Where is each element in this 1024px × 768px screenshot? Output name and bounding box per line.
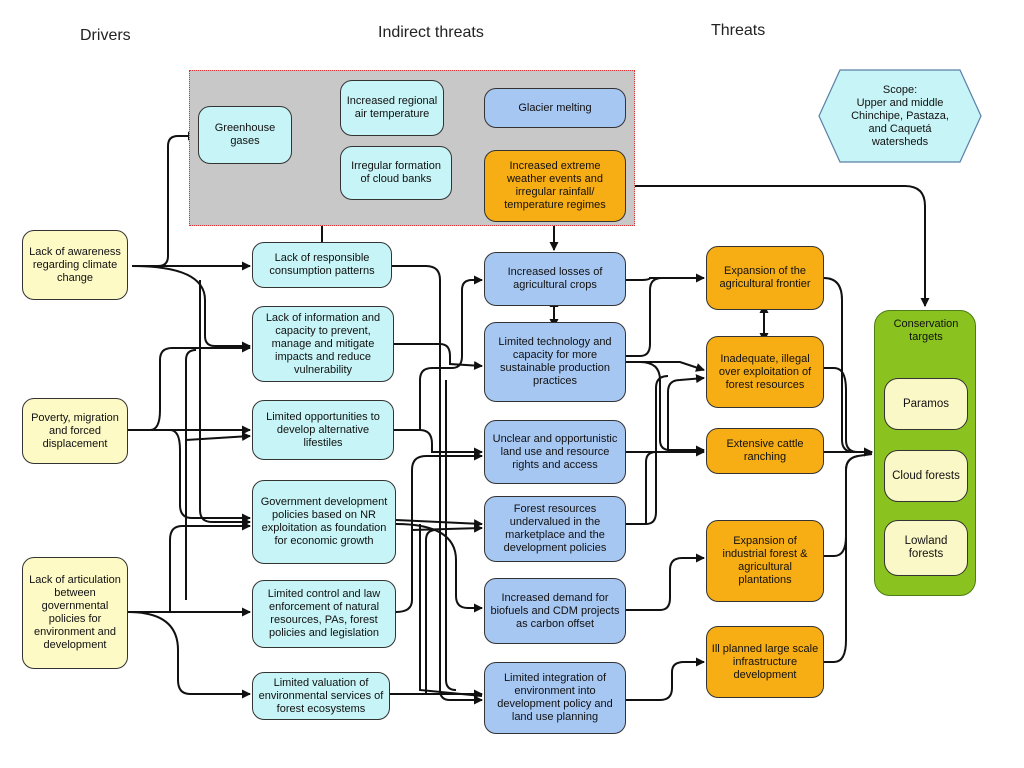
threat-biofuels: Increased demand for biofuels and CDM pr… (484, 578, 626, 644)
threat-integration-label: Limited integration of environment into … (497, 672, 613, 723)
driver-articulation-label: Lack of articulation between governmenta… (29, 574, 121, 651)
direct-exploitation-label: Inadequate, illegal over exploitation of… (718, 352, 812, 391)
scope-hexagon (818, 69, 982, 163)
edge-opps-crops (419, 275, 483, 430)
edge-undervalued-exploitation (626, 375, 669, 525)
edge-art-info (185, 349, 197, 600)
edge-consumption-integration (392, 265, 483, 705)
indirect-opportunities: Limited opportunities to develop alterna… (252, 400, 394, 460)
threat-undervalued: Forest resources undervalued in the mark… (484, 496, 626, 562)
edge-crops-frontier (626, 273, 705, 283)
edge-gov-integration (419, 524, 483, 697)
target-lowland-forests-label: Lowland forests (904, 535, 948, 560)
edge-technology-frontier (626, 277, 663, 357)
edge-opps-landuse (394, 429, 483, 457)
indirect-consumption: Lack of responsible consumption patterns (252, 242, 392, 288)
edge-info-integration (445, 380, 457, 691)
driver-climate-awareness-label: Lack of awareness regarding climate chan… (29, 245, 121, 284)
edge-awareness-gov (199, 280, 251, 527)
threat-glacier: Glacier melting (484, 88, 626, 128)
edge-plantations-targets (824, 453, 873, 557)
edge-technology-cattle (639, 361, 705, 455)
threat-crop-losses-label: Increased losses of agricultural crops (507, 266, 603, 291)
indirect-cloud-banks: Irregular formation of cloud banks (340, 146, 452, 200)
indirect-consumption-label: Lack of responsible consumption patterns (269, 252, 375, 277)
header-drivers: Drivers (80, 27, 131, 44)
conservation-targets-title: Conservation targets (893, 318, 959, 343)
direct-cattle-label: Extensive cattle ranching (726, 438, 804, 463)
edge-undervalued-cattle (645, 451, 657, 524)
edge-technology-exploitation (626, 361, 705, 372)
indirect-limited-control: Limited control and law enforcement of n… (252, 580, 396, 648)
threat-land-use: Unclear and opportunistic land use and r… (484, 420, 626, 484)
edge-gov-undervalued (395, 519, 483, 529)
edge-infra-targets (824, 455, 859, 663)
edge-integration-infra (626, 657, 705, 701)
edge-art-valuation (127, 611, 251, 699)
threat-extreme-weather-label: Increased extreme weather events and irr… (504, 160, 606, 211)
threat-technology-label: Limited technology and capacity for more… (498, 336, 612, 387)
threat-extreme-weather: Increased extreme weather events and irr… (484, 150, 626, 222)
driver-poverty: Poverty, migration and forced displaceme… (22, 398, 128, 464)
threat-undervalued-label: Forest resources undervalued in the mark… (503, 503, 607, 554)
edge-art-opps (185, 432, 251, 441)
edge-awareness-info (131, 265, 251, 351)
edge-awareness-greenhouse (132, 131, 197, 267)
target-paramos: Paramos (884, 378, 968, 430)
threat-technology: Limited technology and capacity for more… (484, 322, 626, 402)
edge-exploitation-targets (824, 367, 872, 453)
indirect-cloud-banks-label: Irregular formation of cloud banks (351, 160, 441, 185)
target-lowland-forests: Lowland forests (884, 520, 968, 576)
direct-plantations: Expansion of industrial forest & agricul… (706, 520, 824, 602)
target-cloud-forests-label: Cloud forests (892, 469, 960, 482)
edge-art-gov (169, 521, 251, 612)
edge-control-landuse (395, 451, 483, 613)
threat-land-use-label: Unclear and opportunistic land use and r… (492, 432, 618, 471)
threat-biofuels-label: Increased demand for biofuels and CDM pr… (490, 591, 620, 630)
threat-integration: Limited integration of environment into … (484, 662, 626, 734)
edge-weather-targets (626, 185, 930, 307)
indirect-info-capacity-label: Lack of information and capacity to prev… (265, 311, 381, 376)
indirect-air-temp-label: Increased regional air temperature (346, 95, 438, 120)
edge-valuation-undervalued (425, 529, 437, 694)
header-indirect-threats: Indirect threats (378, 24, 484, 41)
indirect-greenhouse: Greenhouse gases (198, 106, 292, 164)
edge-biofuels-plantations (626, 553, 705, 611)
driver-poverty-label: Poverty, migration and forced displaceme… (31, 411, 119, 450)
indirect-info-capacity: Lack of information and capacity to prev… (252, 306, 394, 382)
edge-info-technology (394, 343, 483, 370)
indirect-gov-policies-label: Government development policies based on… (260, 496, 388, 547)
indirect-gov-policies: Government development policies based on… (252, 480, 396, 564)
scope-text: Scope: Upper and middle Chinchipe, Pasta… (851, 83, 949, 148)
direct-plantations-label: Expansion of industrial forest & agricul… (722, 535, 808, 586)
edge-frontier-targets (823, 277, 873, 457)
direct-frontier-label: Expansion of the agricultural frontier (719, 265, 811, 290)
direct-infrastructure-label: Ill planned large scale infrastructure d… (711, 642, 819, 681)
indirect-opportunities-label: Limited opportunities to develop alterna… (266, 410, 380, 449)
threat-crop-losses: Increased losses of agricultural crops (484, 252, 626, 306)
header-threats: Threats (711, 22, 766, 39)
direct-frontier: Expansion of the agricultural frontier (706, 246, 824, 310)
direct-cattle: Extensive cattle ranching (706, 428, 824, 474)
indirect-greenhouse-label: Greenhouse gases (214, 122, 276, 147)
edge-gov-biofuels (395, 523, 483, 613)
indirect-limited-control-label: Limited control and law enforcement of n… (267, 588, 381, 639)
edge-landuse-exploitation (667, 374, 705, 452)
direct-infrastructure: Ill planned large scale infrastructure d… (706, 626, 824, 698)
scope-label: Scope: Upper and middle Chinchipe, Pasta… (819, 70, 981, 162)
target-cloud-forests: Cloud forests (884, 450, 968, 502)
indirect-valuation-label: Limited valuation of environmental servi… (258, 676, 384, 715)
direct-exploitation: Inadequate, illegal over exploitation of… (706, 336, 824, 408)
target-paramos-label: Paramos (902, 397, 950, 410)
driver-climate-awareness: Lack of awareness regarding climate chan… (22, 230, 128, 300)
indirect-air-temp: Increased regional air temperature (340, 80, 444, 136)
driver-articulation: Lack of articulation between governmenta… (22, 557, 128, 669)
edge-poverty-info (149, 343, 251, 431)
threat-glacier-label: Glacier melting (518, 101, 592, 114)
edge-poverty-gov (169, 429, 251, 523)
indirect-valuation: Limited valuation of environmental servi… (252, 672, 390, 720)
